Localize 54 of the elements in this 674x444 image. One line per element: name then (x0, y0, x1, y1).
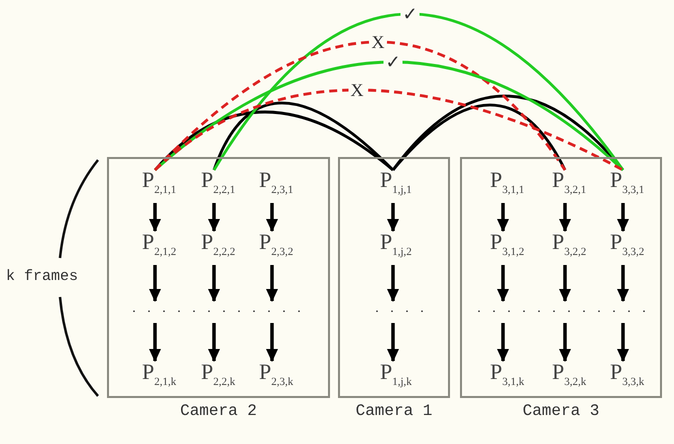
arrow (497, 203, 509, 232)
arc-connector (154, 40, 566, 171)
frame-variable: P$_{1,j,1}$ (380, 167, 412, 203)
frame-count-label: k frames (6, 268, 78, 285)
arrow (497, 323, 509, 362)
arc-connector (212, 12, 624, 171)
frame-variable: P$_{3,1,2}$ (490, 229, 524, 265)
frame-variable: P$_{2,2,1}$ (201, 167, 236, 203)
frame-variable: P$_{3,3,2}$ (610, 229, 644, 265)
arc-connector (154, 88, 624, 172)
arrow (266, 203, 278, 232)
frame-variable: P$_{3,2,1}$ (552, 167, 586, 203)
frame-variable: P$_{3,2,k}$ (552, 359, 586, 395)
arc-connector (212, 102, 394, 172)
arrow (617, 203, 629, 232)
arrow (559, 265, 571, 302)
arrow (559, 203, 571, 232)
frame-variable: P$_{2,2,2}$ (201, 229, 236, 265)
ellipsis-dots: . . . . . . . . . . . . (476, 305, 649, 317)
ellipsis-dots: . . . . . . . . . . . . (131, 305, 304, 317)
frame-variable: P$_{3,3,1}$ (610, 167, 644, 203)
arrow (149, 323, 161, 362)
frame-variable: P$_{1,j,k}$ (380, 359, 412, 395)
arrow (617, 323, 629, 362)
arc-connector (154, 60, 624, 172)
arrow (208, 323, 220, 362)
camera-caption: Camera 2 (179, 402, 258, 420)
arrow (617, 265, 629, 302)
arrow (208, 203, 220, 232)
frame-variable: P$_{3,1,k}$ (490, 359, 524, 395)
arrow (149, 203, 161, 232)
frame-variable: P$_{3,2,2}$ (552, 229, 586, 265)
arrow (149, 265, 161, 302)
frame-variable: P$_{2,1,1}$ (142, 167, 176, 203)
ellipsis-dots: . . . . (374, 305, 427, 317)
frame-variable: P$_{3,3,k}$ (610, 359, 644, 395)
arrow (387, 203, 399, 232)
frame-variable: P$_{2,1,2}$ (142, 229, 176, 265)
arrow (497, 265, 509, 302)
frame-variable: P$_{2,3,k}$ (259, 359, 294, 395)
frame-variable: P$_{3,1,1}$ (490, 167, 524, 203)
arrow (208, 265, 220, 302)
frame-variable: P$_{2,1,k}$ (142, 359, 176, 395)
frame-variable: P$_{2,2,k}$ (201, 359, 236, 395)
camera-caption: Camera 3 (522, 402, 600, 420)
frame-variable: P$_{2,3,1}$ (259, 167, 294, 203)
arrow (559, 323, 571, 362)
camera-caption: Camera 1 (354, 402, 434, 420)
arrow (387, 323, 399, 362)
arrow (387, 265, 399, 302)
frame-variable: P$_{1,j,2}$ (380, 229, 412, 265)
arrow (266, 323, 278, 362)
arrow (266, 265, 278, 302)
frame-variable: P$_{2,3,2}$ (259, 229, 294, 265)
